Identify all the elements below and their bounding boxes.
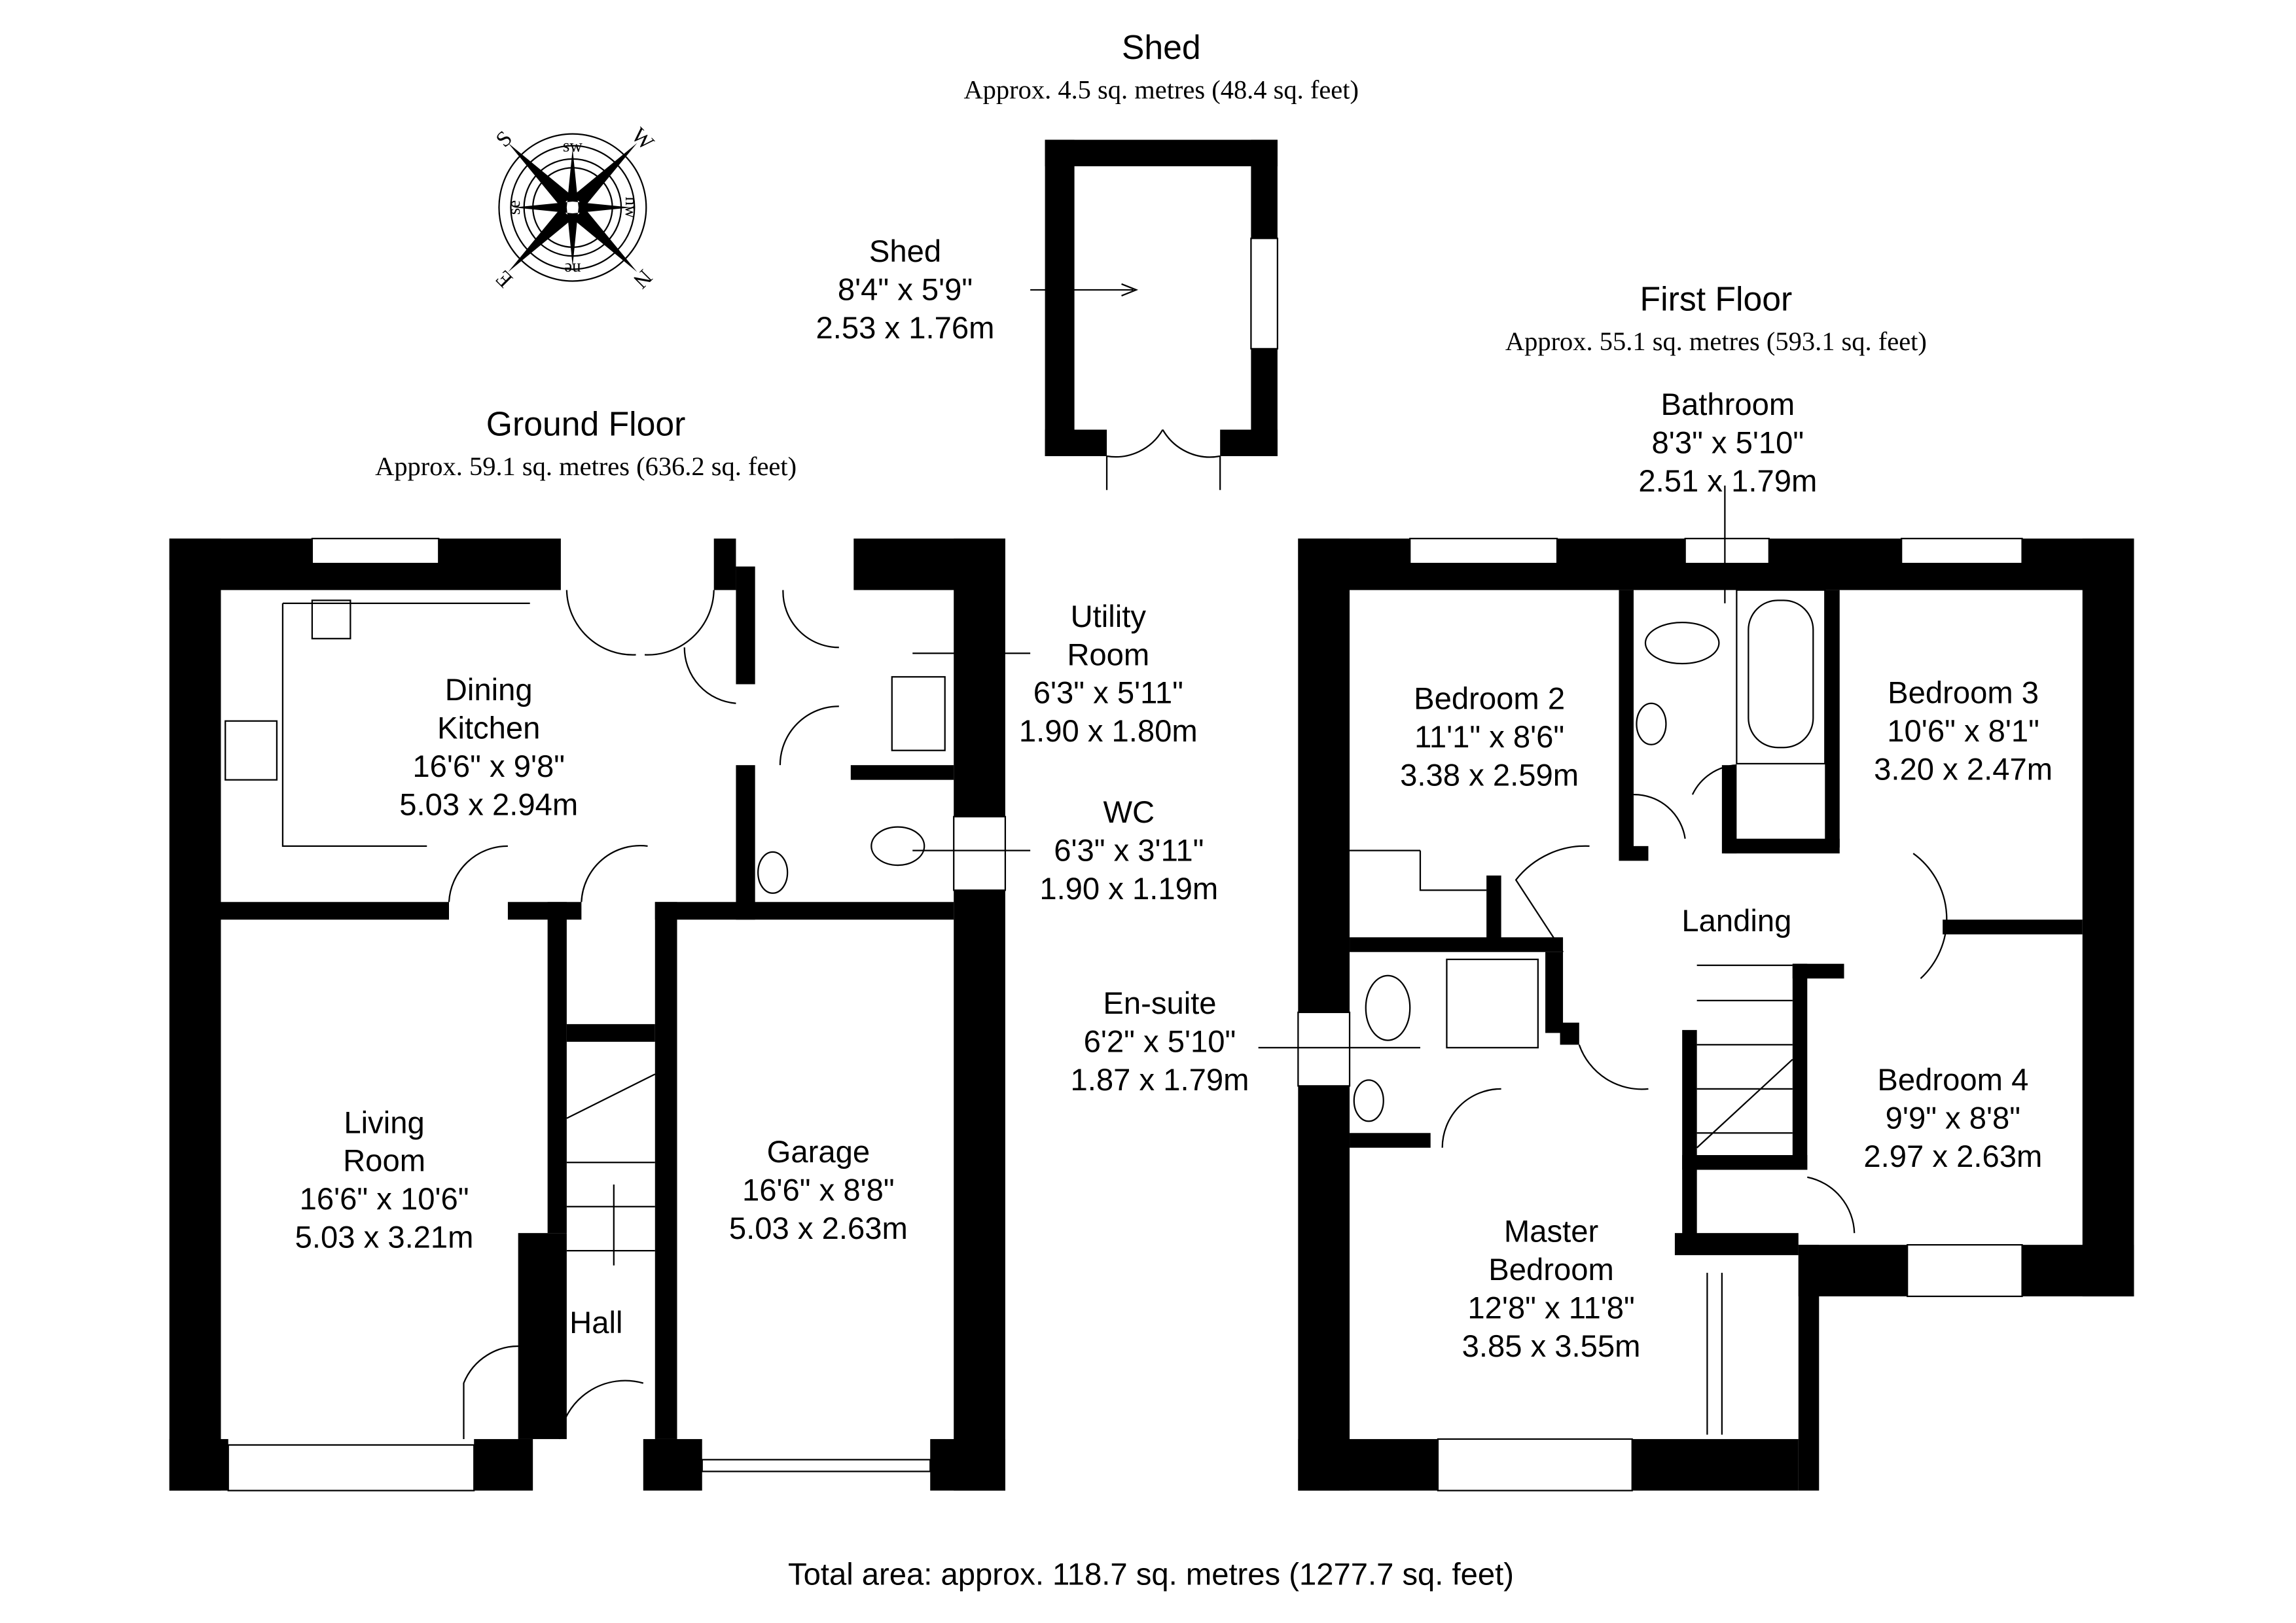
shed-area: Approx. 4.5 sq. metres (48.4 sq. feet) — [963, 75, 1359, 105]
bathroom-imperial: 8'3" x 5'10" — [1652, 426, 1804, 461]
en-suite-metric: 1.87 x 1.79m — [1071, 1063, 1249, 1097]
bedroom-3-metric: 3.20 x 2.47m — [1874, 753, 2053, 787]
dining-kitchen-imperial: 16'6" x 9'8" — [412, 749, 565, 784]
bedroom-2-metric: 3.38 x 2.59m — [1400, 758, 1579, 793]
garage-name: Garage — [767, 1135, 870, 1169]
shed-room-imperial: 8'4" x 5'9" — [838, 273, 973, 308]
compass-n: N — [628, 264, 656, 293]
bedroom-4-metric: 2.97 x 2.63m — [1863, 1139, 2042, 1174]
utility-metric: 1.90 x 1.80m — [1019, 714, 1198, 749]
bathroom-metric: 2.51 x 1.79m — [1638, 464, 1817, 499]
utility-name: Utility — [1071, 599, 1147, 634]
en-suite-imperial: 6'2" x 5'10" — [1084, 1025, 1236, 1060]
compass-ne: ne — [564, 259, 581, 279]
master-bedroom-name2: Bedroom — [1488, 1253, 1614, 1287]
compass-w: W — [626, 123, 658, 155]
garage-imperial: 16'6" x 8'8" — [742, 1173, 895, 1208]
compass-nw: nw — [622, 197, 641, 219]
shed-room-metric: 2.53 x 1.76m — [816, 311, 995, 346]
wc-imperial: 6'3" x 3'11" — [1054, 833, 1204, 868]
en-suite-name: En-suite — [1103, 986, 1216, 1021]
bedroom-4-imperial: 9'9" x 8'8" — [1886, 1101, 2020, 1136]
bathroom-name: Bathroom — [1661, 387, 1795, 422]
total-area: Total area: approx. 118.7 sq. metres (12… — [788, 1558, 1514, 1592]
bedroom-4-name: Bedroom 4 — [1877, 1063, 2028, 1097]
ground-floor-title: Ground Floor — [486, 405, 686, 443]
compass-sw: sw — [563, 136, 583, 156]
hall-name: Hall — [569, 1306, 622, 1340]
first-floor-title: First Floor — [1640, 279, 1793, 317]
first-floor-area: Approx. 55.1 sq. metres (593.1 sq. feet) — [1505, 327, 1927, 356]
ground-floor-area: Approx. 59.1 sq. metres (636.2 sq. feet) — [375, 452, 797, 481]
ground-floor-plan — [169, 537, 1007, 1491]
compass-se: se — [504, 200, 524, 215]
first-floor-plan — [1258, 485, 2134, 1491]
living-room-name: Living — [344, 1105, 424, 1140]
living-room-name2: Room — [343, 1144, 425, 1179]
master-bedroom-imperial: 12'8" x 11'8" — [1467, 1291, 1634, 1326]
dining-kitchen-name2: Kitchen — [437, 711, 540, 746]
dining-kitchen-metric: 5.03 x 2.94m — [399, 788, 578, 823]
bedroom-3-imperial: 10'6" x 8'1" — [1887, 714, 2039, 749]
bedroom-2-imperial: 11'1" x 8'6" — [1414, 720, 1564, 755]
landing-name: Landing — [1681, 904, 1791, 938]
compass-rose-icon: sw se nw ne S W E N — [491, 123, 658, 293]
utility-imperial: 6'3" x 5'11" — [1033, 676, 1183, 711]
master-bedroom-name: Master — [1504, 1215, 1598, 1249]
dining-kitchen-name: Dining — [445, 673, 533, 707]
compass-e: E — [491, 266, 518, 293]
wc-name: WC — [1103, 795, 1155, 830]
living-room-metric: 5.03 x 3.21m — [295, 1221, 474, 1255]
bedroom-2-name: Bedroom 2 — [1414, 682, 1565, 717]
shed-title: Shed — [1122, 28, 1201, 66]
living-room-imperial: 16'6" x 10'6" — [300, 1182, 469, 1217]
master-bedroom-metric: 3.85 x 3.55m — [1462, 1329, 1641, 1364]
bedroom-3-name: Bedroom 3 — [1888, 676, 2039, 711]
shed-room-name: Shed — [869, 234, 941, 269]
shed-plan — [1030, 139, 1278, 490]
wc-metric: 1.90 x 1.19m — [1039, 872, 1218, 906]
utility-name2: Room — [1067, 637, 1149, 672]
garage-metric: 5.03 x 2.63m — [729, 1211, 908, 1246]
